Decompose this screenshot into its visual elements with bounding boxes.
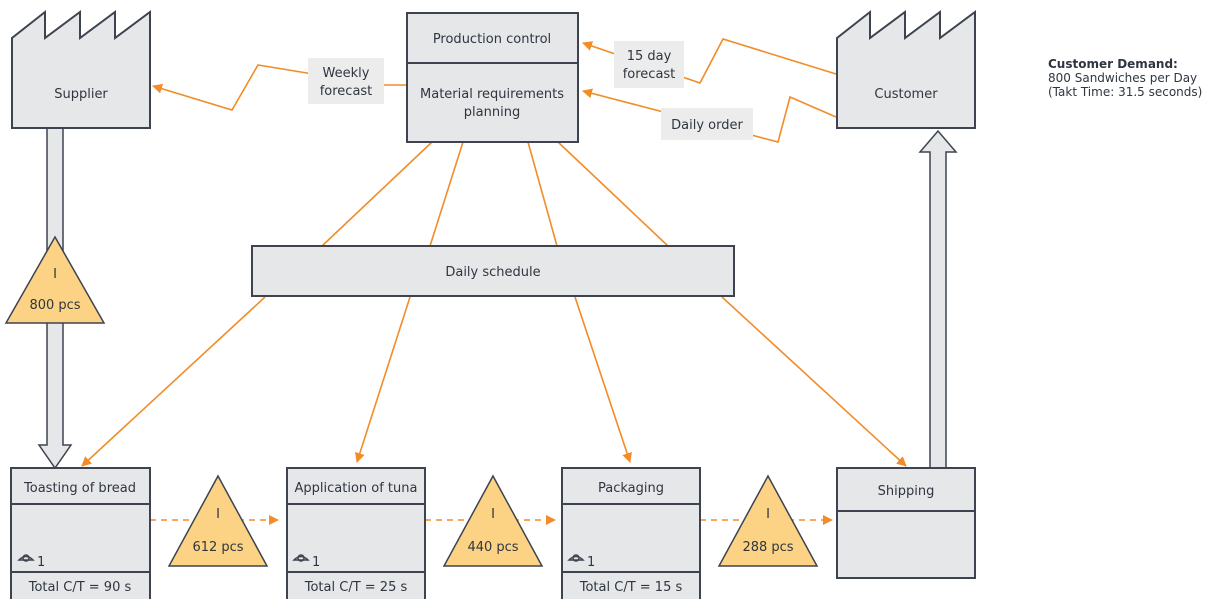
pc-schedule-link — [321, 141, 433, 247]
15-day-forecast-label-2: forecast — [623, 67, 676, 82]
schedule-to-packaging-arrow — [574, 296, 632, 463]
operator-count-tuna: 1 — [312, 555, 320, 570]
process-name-packaging: Packaging — [598, 481, 664, 496]
inventory-label-2: 440 pcs — [467, 540, 518, 555]
15-day-forecast-label-1: 15 day — [627, 49, 672, 64]
schedule-to-tuna-arrow — [354, 296, 411, 463]
process-name-tuna: Application of tuna — [295, 481, 418, 496]
customer-demand-line2: (Takt Time: 31.5 seconds) — [1048, 85, 1202, 99]
daily-schedule-box — [251, 245, 735, 297]
mrp-label-line1: Material requirements — [420, 87, 564, 102]
operator-count-toasting: 1 — [37, 555, 45, 570]
inventory-symbol: I — [491, 507, 495, 522]
inventory-symbol: I — [216, 507, 220, 522]
operator-icon — [17, 554, 35, 562]
process-box-toasting — [10, 467, 151, 599]
operator-icon — [292, 554, 310, 562]
inventory-label-3: 288 pcs — [742, 540, 793, 555]
customer-demand-line1: 800 Sandwiches per Day — [1048, 71, 1197, 85]
cycle-time-toasting: Total C/T = 90 s — [28, 580, 132, 595]
cycle-time-tuna: Total C/T = 25 s — [304, 580, 408, 595]
process-box-tuna — [286, 467, 426, 599]
process-box-shipping — [836, 467, 976, 579]
supplier-inventory-triangle-icon — [4, 235, 106, 324]
production-control-box — [406, 12, 579, 143]
process-name-shipping: Shipping — [878, 484, 935, 499]
daily-order-note — [661, 108, 753, 140]
inventory-triangle-icon — [717, 474, 819, 567]
weekly-forecast-label-1: Weekly — [323, 66, 370, 81]
weekly-forecast-note — [308, 58, 384, 104]
customer-shipment-arrow-icon — [918, 129, 958, 469]
weekly-forecast-flow — [152, 64, 406, 111]
production-control-title: Production control — [433, 32, 551, 47]
15-day-forecast-note — [614, 41, 684, 88]
schedule-to-toasting-arrow — [81, 296, 266, 467]
supplier-factory-icon — [11, 9, 151, 129]
supplier-label: Supplier — [54, 87, 108, 102]
customer-label: Customer — [874, 87, 938, 102]
daily-schedule-label: Daily schedule — [445, 265, 540, 280]
customer-factory-icon — [836, 9, 976, 129]
pc-schedule-link — [527, 141, 558, 247]
pc-schedule-link — [557, 141, 669, 247]
inventory-symbol: I — [766, 507, 770, 522]
inventory-triangle-icon — [442, 474, 544, 567]
customer-demand-title: Customer Demand: — [1048, 57, 1178, 71]
supplier-inventory-label: 800 pcs — [29, 298, 80, 313]
daily-order-label: Daily order — [671, 118, 743, 133]
inventory-triangle-icon — [167, 474, 269, 567]
operator-icon — [567, 554, 585, 562]
process-box-packaging — [561, 467, 701, 599]
cycle-time-packaging: Total C/T = 15 s — [579, 580, 683, 595]
operator-count-packaging: 1 — [587, 555, 595, 570]
schedule-to-shipping-arrow — [721, 296, 907, 467]
inventory-label-1: 612 pcs — [192, 540, 243, 555]
inventory-symbol: I — [53, 267, 57, 282]
mrp-label-line2: planning — [464, 105, 520, 120]
weekly-forecast-label-2: forecast — [320, 84, 373, 99]
process-name-toasting: Toasting of bread — [23, 481, 136, 496]
pc-schedule-link — [429, 141, 464, 247]
